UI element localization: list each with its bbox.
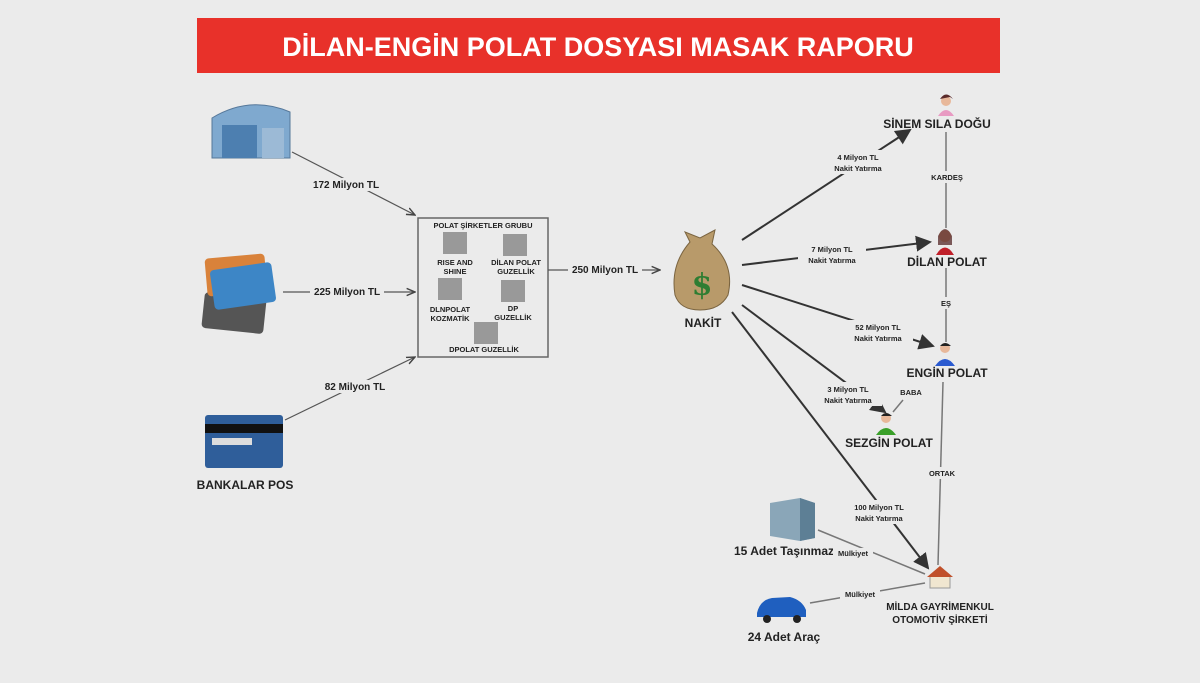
dollar-symbol: $ [692, 268, 713, 303]
transfer-label: 52 Milyon TL Nakit Yatırma [843, 320, 913, 344]
relation-es: EŞ [941, 299, 951, 308]
svg-text:Nakit Yatırma: Nakit Yatırma [808, 256, 856, 265]
transfer-label: 4 Milyon TL Nakit Yatırma [824, 150, 892, 174]
person-name-sezgin: SEZGİN POLAT [845, 435, 933, 450]
svg-text:Nakit Yatırma: Nakit Yatırma [855, 514, 903, 523]
house-icon [927, 566, 953, 589]
building-icon [443, 232, 467, 254]
person-name-engin: ENGİN POLAT [906, 365, 988, 380]
company-name: DİLAN POLAT [491, 258, 541, 267]
title-banner: DİLAN-ENGİN POLAT DOSYASI MASAK RAPORU [197, 18, 1000, 73]
person-name-sinem: SİNEM SILA DOĞU [883, 116, 991, 131]
warehouse-icon [211, 104, 291, 159]
company-name: DLNPOLAT [430, 305, 471, 314]
transfer-label: 100 Milyon TL Nakit Yatırma [842, 500, 916, 524]
building-icon [438, 278, 462, 300]
svg-text:Nakit Yatırma: Nakit Yatırma [834, 164, 882, 173]
person-icon-sezgin [876, 413, 896, 435]
money-bag-icon: $ [673, 229, 731, 311]
transfer-arrow [741, 128, 912, 241]
svg-text:3 Milyon TL: 3 Milyon TL [827, 385, 869, 394]
group-out-amount: 250 Milyon TL [572, 265, 638, 276]
svg-text:Nakit Yatırma: Nakit Yatırma [854, 334, 902, 343]
car-icon [757, 597, 806, 623]
property-label: 15 Adet Taşınmaz [734, 544, 834, 558]
person-name-dilan: DİLAN POLAT [907, 254, 987, 269]
relation-line [892, 399, 904, 413]
person-icon-sinem [938, 94, 954, 116]
transfer-arrow [731, 311, 930, 570]
company-name: GUZELLİK [497, 267, 535, 276]
page-title: DİLAN-ENGİN POLAT DOSYASI MASAK RAPORU [282, 32, 914, 62]
company-name: DP [508, 304, 518, 313]
group-title: POLAT ŞİRKETLER GRUBU [433, 221, 532, 230]
pos-amount: 82 Milyon TL [325, 382, 386, 393]
company-name-line1: MİLDA GAYRİMENKUL [886, 600, 994, 613]
svg-text:100 Milyon TL: 100 Milyon TL [854, 503, 904, 512]
svg-text:Nakit Yatırma: Nakit Yatırma [824, 396, 872, 405]
building-icon [474, 322, 498, 344]
building-icon [503, 234, 527, 256]
ownership-label: Mülkiyet [845, 590, 876, 599]
person-icon-engin [935, 343, 955, 366]
credit-cards-icon [201, 253, 276, 334]
person-icon-dilan [936, 229, 954, 255]
warehouse-amount: 172 Milyon TL [313, 180, 379, 191]
cash-label: NAKİT [685, 315, 722, 330]
vehicles-label: 24 Adet Araç [748, 630, 821, 644]
company-name: GUZELLİK [494, 313, 532, 322]
svg-text:7 Milyon TL: 7 Milyon TL [811, 245, 853, 254]
company-name: RISE AND [437, 258, 473, 267]
company-name: KOZMATİK [430, 314, 470, 323]
bank-pos-label: BANKALAR POS [197, 478, 294, 492]
transfer-label: 3 Milyon TL Nakit Yatırma [814, 382, 882, 406]
transfer-label: 7 Milyon TL Nakit Yatırma [798, 242, 866, 266]
office-building-icon [770, 498, 815, 541]
cards-amount: 225 Milyon TL [314, 287, 380, 298]
svg-text:4 Milyon TL: 4 Milyon TL [837, 153, 879, 162]
company-name: SHINE [444, 267, 467, 276]
relation-ortak: ORTAK [929, 469, 956, 478]
company-group-box: POLAT ŞİRKETLER GRUBU RISE AND SHINE DİL… [417, 217, 549, 358]
company-name-line2: OTOMOTİV ŞİRKETİ [892, 613, 988, 626]
relation-kardes: KARDEŞ [931, 173, 963, 182]
building-icon [501, 280, 525, 302]
svg-text:52 Milyon TL: 52 Milyon TL [855, 323, 901, 332]
bank-card-icon [205, 415, 283, 468]
company-name: DPOLAT GUZELLİK [449, 345, 519, 354]
ownership-label: Mülkiyet [838, 549, 869, 558]
relation-baba: BABA [900, 388, 922, 397]
